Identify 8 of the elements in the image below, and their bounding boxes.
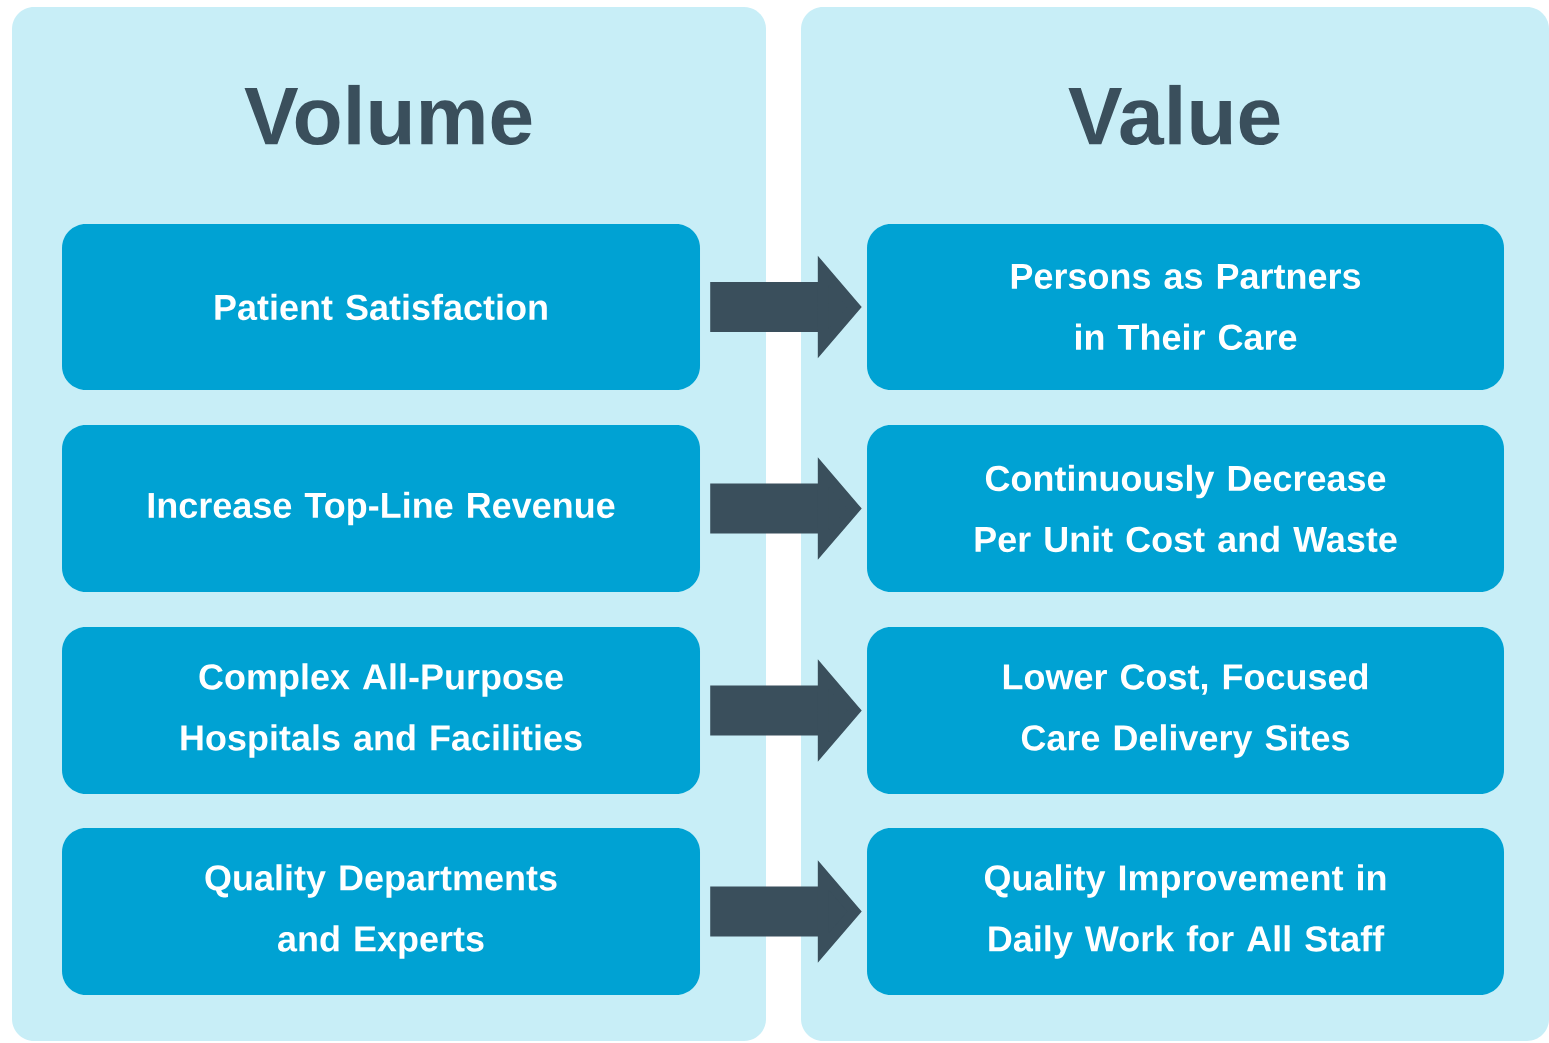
process-box: Continuously Decrease Per Unit Cost and Waste [867, 425, 1504, 592]
process-box: Patient Satisfaction [62, 224, 700, 390]
process-box: Quality Improvement in Daily Work for All Staff [867, 828, 1504, 995]
process-box: Lower Cost, Focused Care Delivery Sites [867, 627, 1504, 794]
process-box: Quality Departments and Experts [62, 828, 700, 995]
process-box: Increase Top-Line Revenue [62, 425, 700, 592]
process-box: Complex All-Purpose Hospitals and Facilities [62, 627, 700, 794]
process-box: Persons as Partners in Their Care [867, 224, 1504, 390]
